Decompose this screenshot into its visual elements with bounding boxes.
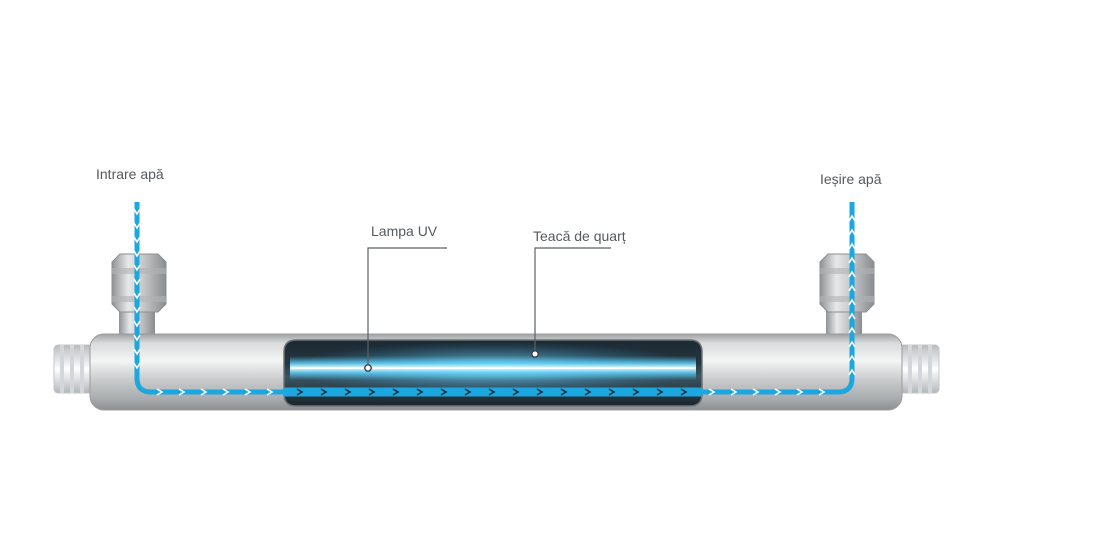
uv-lamp-leader <box>364 247 447 372</box>
flow-arrow-icon <box>632 388 640 396</box>
flow-arrow-icon <box>848 270 856 278</box>
flow-arrow-icon <box>222 388 230 396</box>
quartz-sleeve-label: Teacă de quarț <box>533 228 626 244</box>
flow-arrow-icon <box>848 256 856 264</box>
quartz-sleeve-leader <box>531 247 611 358</box>
flow-arrow-icon <box>133 208 141 216</box>
flow-arrow-icon <box>320 388 328 396</box>
flow-arrow-icon <box>344 388 352 396</box>
flow-arrow-icon <box>133 362 141 370</box>
flow-arrow-icon <box>133 306 141 314</box>
flow-arrow-icon <box>133 250 141 258</box>
flow-arrow-icon <box>774 388 782 396</box>
flow-arrow-icon <box>133 292 141 300</box>
right-end-cap <box>896 344 940 394</box>
flow-arrow-icon <box>488 388 496 396</box>
flow-arrow-icon <box>133 264 141 272</box>
flow-arrow-icon <box>848 298 856 306</box>
water-flow-path <box>133 202 856 397</box>
flow-arrow-icon <box>156 388 164 396</box>
flow-arrow-icon <box>200 388 208 396</box>
flow-arrow-icon <box>392 388 400 396</box>
flow-arrow-icon <box>848 242 856 250</box>
flow-arrow-icon <box>368 388 376 396</box>
flow-arrow-icon <box>848 284 856 292</box>
flow-arrow-icon <box>244 388 252 396</box>
flow-arrow-icon <box>848 312 856 320</box>
flow-arrow-icon <box>133 278 141 286</box>
flow-arrow-icon <box>848 354 856 362</box>
flow-arrow-icon <box>608 388 616 396</box>
inlet-label: Intrare apă <box>96 166 164 182</box>
flow-arrow-icon <box>796 388 804 396</box>
flow-arrow-icon <box>266 388 274 396</box>
flow-arrow-icon <box>848 340 856 348</box>
flow-arrow-icon <box>848 326 856 334</box>
flow-arrow-icon <box>464 388 472 396</box>
flow-arrow-icon <box>536 388 544 396</box>
flow-arrow-icon <box>848 368 856 376</box>
left-end-cap <box>53 344 95 394</box>
flow-arrow-icon <box>584 388 592 396</box>
uv-lamp-label: Lampa UV <box>371 223 438 239</box>
flow-arrow-icon <box>848 228 856 236</box>
flow-arrow-icon <box>752 388 760 396</box>
flow-arrow-icon <box>296 388 304 396</box>
flow-arrow-icon <box>133 236 141 244</box>
flow-arrow-icon <box>178 388 186 396</box>
outlet-label: Ieșire apă <box>820 171 882 187</box>
flow-arrow-icon <box>133 334 141 342</box>
flow-arrow-icon <box>818 388 826 396</box>
flow-arrow-icon <box>656 388 664 396</box>
flow-arrow-icon <box>560 388 568 396</box>
flow-arrow-icon <box>708 388 716 396</box>
flow-arrow-icon <box>133 320 141 328</box>
flow-arrow-icon <box>730 388 738 396</box>
flow-arrow-icon <box>440 388 448 396</box>
flow-arrow-icon <box>416 388 424 396</box>
flow-arrow-icon <box>133 348 141 356</box>
outlet-fitting <box>819 253 875 336</box>
flow-arrow-icon <box>512 388 520 396</box>
flow-arrow-icon <box>680 388 688 396</box>
flow-arrow-icon <box>133 222 141 230</box>
flow-arrow-icon <box>848 214 856 222</box>
